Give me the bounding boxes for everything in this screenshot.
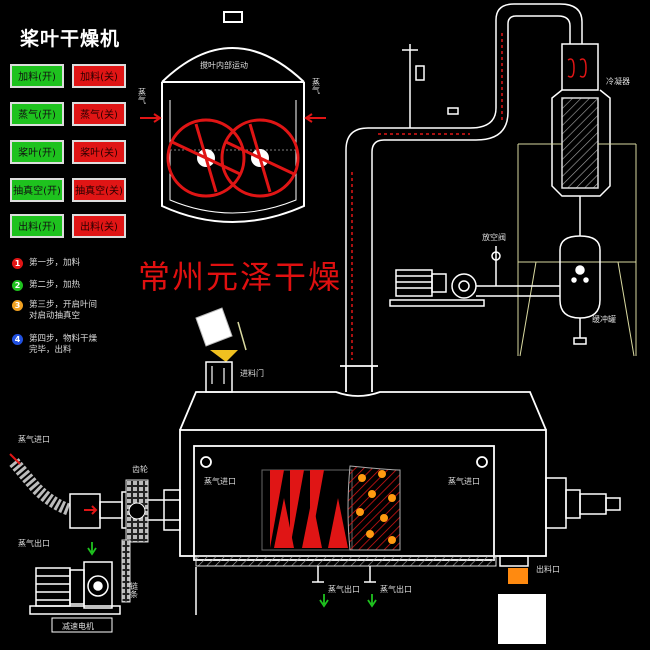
steam-inlet-inner-right: 蒸气进口 (448, 476, 480, 486)
condenser (551, 43, 611, 236)
steam-outlet-bottom-2: 蒸气出口 (380, 584, 412, 594)
feed-off-button[interactable]: 加料(关) (72, 64, 126, 88)
discharge-off-button[interactable]: 出料(关) (72, 214, 126, 238)
inner-rotation-label: 搅叶内部运动 (200, 60, 248, 70)
drive-shaft (69, 489, 181, 531)
step-text: 第二步，加热 (29, 280, 81, 290)
frame (517, 143, 637, 357)
discharge-on-button[interactable]: 出料(开) (10, 214, 64, 238)
step-number: 2 (12, 280, 23, 291)
steam-off-button[interactable]: 蒸气(关) (72, 102, 126, 126)
bottom-outlets (312, 566, 376, 583)
vacuum-pump (389, 246, 560, 307)
step-text: 第三步，开启叶间对启动抽真空 (29, 300, 98, 321)
motor-plate (51, 617, 113, 633)
steam-label-left: 蒸气 (138, 87, 147, 104)
vacuum-on-button[interactable]: 抽真空(开) (10, 178, 64, 202)
brand-watermark: 常州元泽干燥 (138, 258, 343, 296)
steam-on-button[interactable]: 蒸气(开) (10, 102, 64, 126)
step-1: 1 第一步，加料 (12, 258, 99, 269)
steam-outlet-bottom-1: 蒸气出口 (328, 584, 360, 594)
condenser-label: 冷凝器 (606, 76, 630, 86)
paddle-right (220, 118, 300, 198)
motor-label: 减速电机 (62, 621, 94, 631)
gear-label: 齿轮 (132, 464, 148, 474)
step-2: 2 第二步，加热 (12, 280, 99, 291)
vapor-pipe (345, 3, 583, 366)
steam-label-right: 蒸气 (312, 77, 321, 94)
cross-section (161, 11, 305, 223)
feed-port-label: 进料门 (240, 368, 264, 378)
step-number: 1 (12, 258, 23, 269)
steam-inlet-left-label: 蒸气进口 (18, 434, 50, 444)
feed-on-button[interactable]: 加料(开) (10, 64, 64, 88)
paddle-on-button[interactable]: 桨叶(开) (10, 140, 64, 164)
buffer-tank (559, 235, 601, 345)
discharge-port (498, 555, 546, 644)
right-shaft (545, 477, 621, 529)
chain-label: 链条 (130, 581, 139, 598)
motor (29, 561, 121, 615)
paddle-off-button[interactable]: 桨叶(关) (72, 140, 126, 164)
steam-hose (9, 453, 73, 516)
step-text: 第一步，加料 (29, 258, 81, 268)
steam-outlet-left-label: 蒸气出口 (18, 538, 50, 548)
material-bed (347, 465, 401, 551)
step-3: 3 第三步，开启叶间对启动抽真空 (12, 300, 99, 322)
discharge-label: 出料口 (536, 564, 560, 574)
vent-valve (402, 44, 459, 128)
step-number: 3 (12, 300, 23, 311)
step-text: 第四步，物料干燥完毕，出料 (29, 334, 98, 355)
buffer-tank-label: 缓冲罐 (592, 314, 616, 324)
vacuum-off-button[interactable]: 抽真空(关) (72, 178, 126, 202)
app-title: 桨叶干燥机 (20, 28, 121, 50)
step-4: 4 第四步，物料干燥完毕，出料 (12, 334, 99, 356)
feed-hopper (195, 307, 247, 393)
air-valve-label: 放空阀 (482, 232, 506, 242)
chain (121, 539, 131, 603)
steam-inlet-inner-left: 蒸气进口 (204, 476, 236, 486)
gear (125, 479, 149, 543)
step-number: 4 (12, 334, 23, 345)
paddles-inner (261, 469, 353, 551)
